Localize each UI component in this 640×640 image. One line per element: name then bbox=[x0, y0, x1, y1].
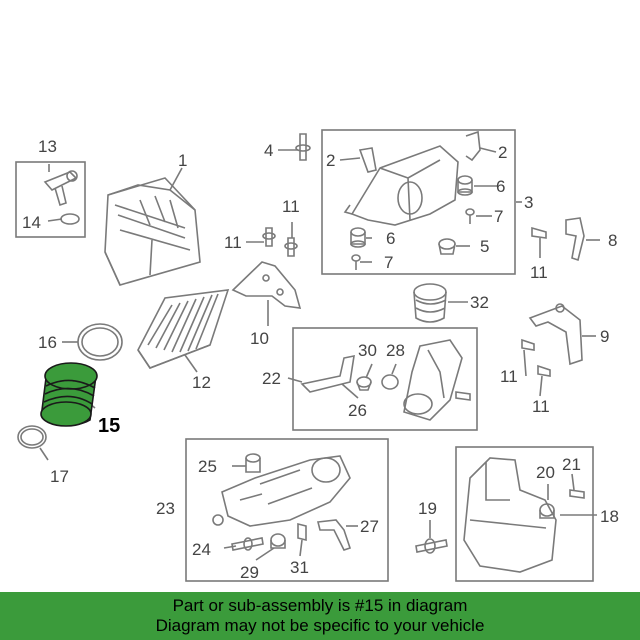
gasket-part bbox=[60, 213, 80, 225]
grommet-29-part bbox=[270, 533, 286, 549]
air-filter-part bbox=[137, 289, 230, 369]
group-box-3 bbox=[321, 129, 516, 275]
callout-24: 24 bbox=[192, 540, 211, 559]
bracket-26-part bbox=[300, 354, 355, 393]
grommet-25-part bbox=[245, 453, 261, 473]
grommet-20-part bbox=[539, 503, 555, 519]
clamp-17-part bbox=[17, 425, 47, 449]
callout-8: 8 bbox=[608, 231, 617, 250]
callout-18: 18 bbox=[600, 507, 619, 526]
duct-28-part bbox=[403, 339, 463, 421]
resonator-32-part bbox=[413, 283, 447, 323]
air-flow-sensor-part bbox=[43, 170, 78, 207]
resonator-18-part bbox=[463, 457, 557, 573]
callout-29: 29 bbox=[240, 563, 259, 582]
bracket-8-part bbox=[565, 217, 585, 262]
group-box-22 bbox=[292, 327, 478, 431]
grommet-5-part bbox=[438, 238, 456, 255]
cap-28-part bbox=[381, 374, 399, 390]
callout-11b: 11 bbox=[224, 233, 242, 252]
clamp-17-inner bbox=[20, 428, 44, 446]
callout-13: 13 bbox=[38, 137, 57, 156]
bolt-11a-part bbox=[262, 227, 276, 247]
bracket-9-part bbox=[528, 303, 583, 366]
callout-7a: 7 bbox=[494, 207, 503, 226]
bolt-11e-part bbox=[537, 364, 551, 377]
callout-23: 23 bbox=[156, 499, 175, 518]
screw-7b-part bbox=[351, 254, 361, 270]
callout-25: 25 bbox=[198, 457, 217, 476]
bolt-4-part bbox=[295, 133, 311, 161]
callout-27: 27 bbox=[360, 517, 379, 536]
bolt-21-part bbox=[569, 489, 585, 499]
callout-28: 28 bbox=[386, 341, 405, 360]
callout-14: 14 bbox=[22, 213, 41, 232]
bracket-10-part bbox=[231, 261, 302, 309]
callout-15: 15 bbox=[98, 415, 120, 437]
clamp-16-inner bbox=[81, 327, 119, 357]
notice-line-2: Diagram may not be specific to your vehi… bbox=[155, 616, 485, 635]
bolt-19-part bbox=[415, 538, 448, 554]
callout-16: 16 bbox=[38, 333, 57, 352]
group-box-13-14 bbox=[15, 161, 86, 238]
callout-12: 12 bbox=[192, 373, 211, 392]
callout-17: 17 bbox=[50, 467, 69, 486]
callout-31: 31 bbox=[290, 558, 309, 577]
clip-2b-part bbox=[465, 130, 481, 162]
air-cleaner-case-part bbox=[104, 177, 201, 286]
nut-23-part bbox=[212, 514, 224, 526]
duct-23-part bbox=[221, 455, 351, 527]
upper-housing-part bbox=[343, 145, 459, 226]
exploded-parts-diagram: 1 13 14 16 17 4 2 2 6 3 7 6 5 7 8 11 11 … bbox=[15, 129, 619, 582]
grommet-6b-part bbox=[350, 227, 366, 248]
bolt-11b-part bbox=[284, 237, 298, 257]
callout-26: 26 bbox=[348, 401, 367, 420]
callout-5: 5 bbox=[480, 237, 489, 256]
clamp-16-part bbox=[77, 323, 123, 361]
bolt-31-part bbox=[297, 522, 307, 542]
notice-line-1: Part or sub-assembly is #15 in diagram bbox=[172, 596, 468, 615]
highlighted-hose-part-15 bbox=[40, 362, 98, 427]
callout-11c: 11 bbox=[530, 263, 548, 282]
group-box-23 bbox=[185, 438, 389, 582]
clip-30-part bbox=[356, 376, 372, 391]
callout-4: 4 bbox=[264, 141, 273, 160]
clip-2a-part bbox=[358, 147, 377, 173]
callout-19: 19 bbox=[418, 499, 437, 518]
callout-30: 30 bbox=[358, 341, 377, 360]
bolt-22-part bbox=[455, 391, 471, 401]
callout-6a: 6 bbox=[496, 177, 505, 196]
bolt-11d-part bbox=[521, 338, 535, 351]
callout-1: 1 bbox=[178, 151, 187, 170]
callout-6b: 6 bbox=[386, 229, 395, 248]
callout-32: 32 bbox=[470, 293, 489, 312]
bracket-27-part bbox=[317, 519, 352, 551]
callout-11a: 11 bbox=[282, 197, 300, 216]
callout-21: 21 bbox=[562, 455, 581, 474]
screw-7a-part bbox=[465, 208, 475, 224]
callout-9: 9 bbox=[600, 327, 609, 346]
callout-7b: 7 bbox=[384, 253, 393, 272]
callout-10: 10 bbox=[250, 329, 269, 348]
callout-11e: 11 bbox=[532, 397, 550, 416]
bolt-11c-part bbox=[531, 226, 547, 239]
notice-banner: Part or sub-assembly is #15 in diagram D… bbox=[0, 592, 640, 640]
callout-11d: 11 bbox=[500, 367, 518, 386]
callout-2a: 2 bbox=[326, 151, 335, 170]
callout-20: 20 bbox=[536, 463, 555, 482]
callout-3: 3 bbox=[524, 193, 533, 212]
callout-22: 22 bbox=[262, 369, 281, 388]
callout-2b: 2 bbox=[498, 143, 507, 162]
grommet-6a-part bbox=[457, 175, 473, 196]
group-box-18 bbox=[455, 446, 594, 582]
bolt-24-part bbox=[231, 537, 264, 551]
